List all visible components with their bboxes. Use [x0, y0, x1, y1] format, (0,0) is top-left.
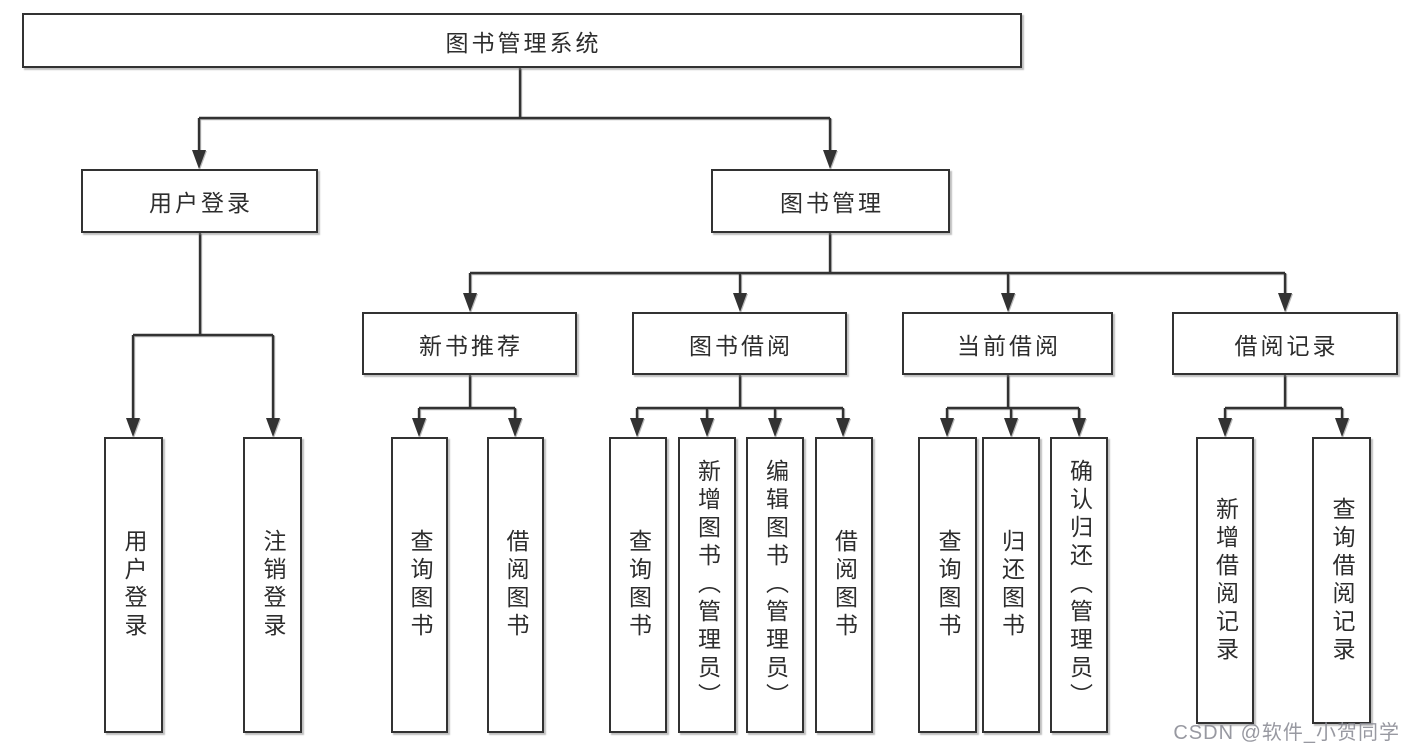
node-book-borrow: 图书借阅 [632, 312, 847, 375]
leaf-borrow-books-recommend: 借阅图书 [487, 437, 544, 733]
leaf-logout: 注销登录 [243, 437, 302, 733]
leaf-query-books-current: 查询图书 [918, 437, 977, 733]
leaf-return-books: 归还图书 [982, 437, 1040, 733]
node-library-management-system: 图书管理系统 [22, 13, 1022, 68]
leaf-add-borrow-record: 新增借阅记录 [1196, 437, 1254, 724]
tree-edges [131, 68, 1344, 421]
leaf-add-books-admin: 新增图书（管理员） [678, 437, 736, 733]
leaf-user-login: 用户登录 [104, 437, 163, 733]
node-book-management: 图书管理 [711, 169, 950, 233]
csdn-watermark: CSDN @软件_小贺同学 [1173, 722, 1400, 744]
node-user-login: 用户登录 [81, 169, 318, 233]
leaf-borrow-books: 借阅图书 [815, 437, 873, 733]
leaf-query-books-borrow: 查询图书 [609, 437, 667, 733]
leaf-query-books-recommend: 查询图书 [391, 437, 448, 733]
arrowheads [126, 150, 1349, 437]
node-borrow-records: 借阅记录 [1172, 312, 1398, 375]
leaf-confirm-return-admin: 确认归还（管理员） [1050, 437, 1108, 733]
node-new-book-recommend: 新书推荐 [362, 312, 577, 375]
node-current-borrow: 当前借阅 [902, 312, 1113, 375]
leaf-query-borrow-record: 查询借阅记录 [1312, 437, 1371, 724]
leaf-edit-books-admin: 编辑图书（管理员） [746, 437, 804, 733]
